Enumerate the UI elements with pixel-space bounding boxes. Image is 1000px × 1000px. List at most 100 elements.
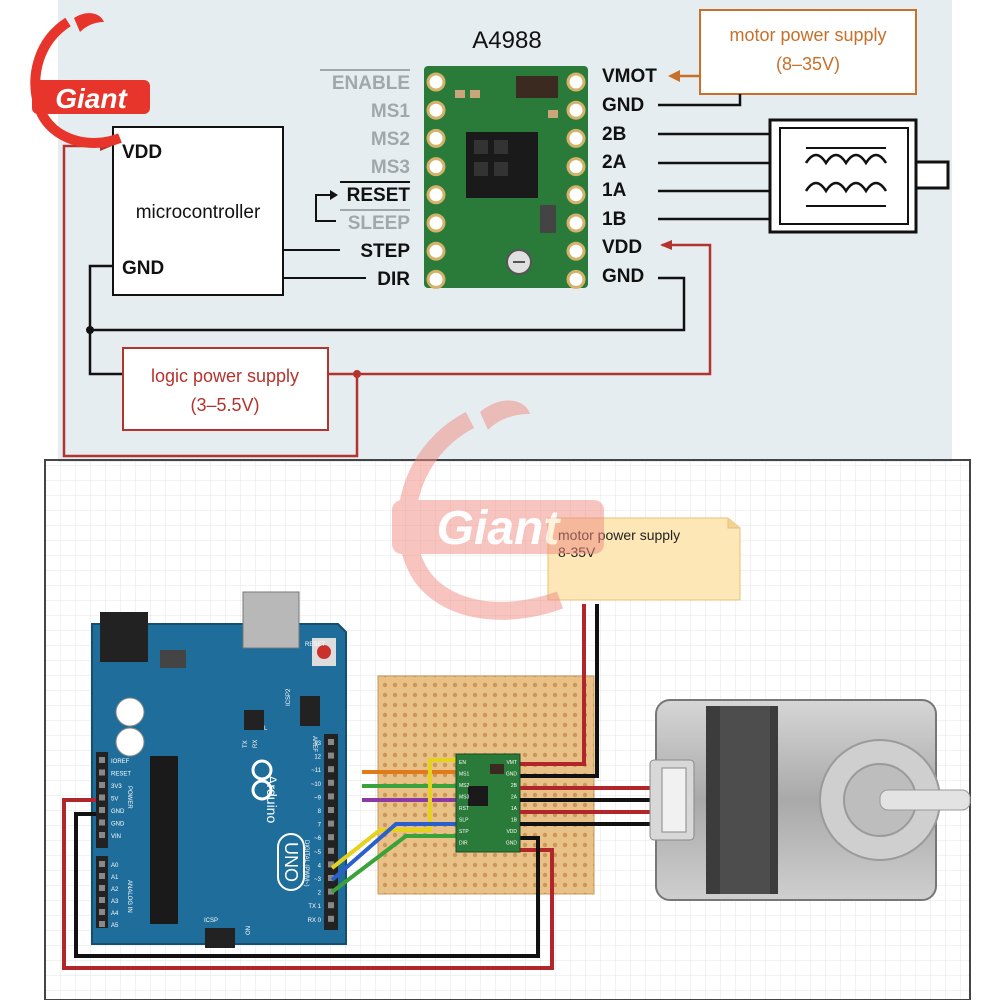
l-label: L — [264, 726, 268, 732]
wire-yellow — [330, 758, 456, 870]
digital-pin-label: ~10 — [311, 782, 322, 788]
digital-pin-label: 13 — [314, 741, 321, 747]
driver-pin-label: SLP — [459, 818, 469, 824]
tx-label: TX — [243, 740, 249, 748]
driver-pin-label: EN — [459, 760, 466, 766]
digital-header — [324, 734, 338, 930]
icsp2-label: ICSP2 — [286, 688, 292, 706]
motor-supply-line1: motor power supply — [729, 25, 886, 45]
mcu-vdd-label: VDD — [122, 142, 162, 163]
digital-pin-label: ~6 — [314, 836, 322, 842]
pin-label-2b: 2B — [602, 124, 626, 145]
digital-label: DIGITAL (PWM~) — [303, 840, 309, 887]
usb-port — [242, 591, 300, 649]
power-pin-label: VIN — [111, 834, 121, 840]
board-pin-hole — [426, 213, 446, 233]
logic-supply-line1: logic power supply — [151, 366, 299, 386]
digital-pin[interactable] — [328, 807, 334, 813]
power-pin-label: 3V3 — [111, 784, 122, 790]
power-pin[interactable] — [99, 782, 105, 788]
power-pin[interactable] — [99, 819, 105, 826]
board-pin-hole — [566, 100, 586, 120]
rx-label: RX — [253, 740, 259, 748]
board-pins-left — [426, 72, 446, 289]
pin-label-ms3: MS3 — [371, 157, 410, 178]
digital-pin[interactable] — [328, 915, 334, 922]
analog-pin-label: A0 — [111, 863, 119, 869]
wire-5v — [62, 798, 554, 970]
arduino-brand: Arduino — [264, 775, 280, 823]
aref-label: AREF — [311, 736, 317, 752]
power-pin[interactable] — [99, 807, 105, 813]
wire-vmot-red — [520, 604, 586, 766]
motor-shaft — [914, 160, 950, 190]
digital-pin[interactable] — [328, 875, 334, 881]
driver-pin-label: 1B — [511, 818, 518, 824]
analog-pin-label: A4 — [111, 911, 119, 917]
motor-shaft-3d — [879, 789, 971, 811]
digital-pin[interactable] — [328, 902, 334, 909]
pin-label-vdd: VDD — [602, 237, 642, 258]
analog-pin[interactable] — [99, 885, 105, 891]
pin-label-step: STEP — [360, 241, 410, 262]
digital-pin[interactable] — [328, 752, 334, 759]
digital-pin[interactable] — [328, 861, 334, 868]
analog-pin[interactable] — [99, 921, 105, 927]
coil-b — [804, 181, 888, 194]
driver-pin-label: MS3 — [459, 795, 470, 801]
digital-pin-label: ~9 — [314, 795, 322, 801]
driver-pin-label: RST — [459, 806, 469, 812]
digital-pin[interactable] — [328, 888, 334, 895]
driver-pin-label: VDD — [506, 829, 517, 835]
board-pin-hole — [566, 213, 586, 233]
pin-label-ms2: MS2 — [371, 129, 410, 150]
pin-label-gnd-logic: GND — [602, 266, 644, 287]
analog-pin[interactable] — [99, 909, 105, 915]
reset-button[interactable] — [317, 645, 331, 659]
power-pin[interactable] — [99, 794, 105, 801]
analog-pin[interactable] — [99, 861, 105, 867]
power-pin[interactable] — [99, 757, 105, 763]
board-pin-hole — [566, 185, 586, 205]
power-pin-label: 5V — [111, 797, 118, 803]
digital-pin[interactable] — [328, 779, 334, 786]
digital-pin[interactable] — [328, 834, 334, 841]
mcu-label: microcontroller — [136, 202, 261, 223]
digital-pin[interactable] — [328, 793, 334, 800]
analog-pin-label: A2 — [111, 887, 119, 893]
pin-label-2a: 2A — [602, 152, 627, 173]
wire-motor-gnd — [658, 94, 742, 107]
driver-pin-label: 2A — [511, 795, 518, 801]
analog-pin[interactable] — [99, 873, 105, 879]
digital-pin-label: 4 — [318, 863, 322, 869]
arduino-logo-group: Arduino — [264, 775, 280, 823]
driver-pin-label: 2B — [511, 783, 518, 789]
on-label: ON — [246, 926, 252, 935]
digital-pin[interactable] — [328, 820, 334, 827]
driver-pin-label: MS1 — [459, 772, 470, 778]
power-pin[interactable] — [99, 769, 105, 776]
icsp-header — [205, 928, 235, 948]
digital-pin[interactable] — [328, 766, 334, 773]
reset-sleep-bridge — [315, 194, 336, 222]
board-pin-hole — [426, 72, 446, 92]
digital-pin[interactable] — [328, 739, 334, 745]
analog-pin-label: A1 — [111, 875, 119, 881]
digital-pin-label: RX 0 — [308, 918, 322, 924]
reset-label: RESET — [305, 642, 325, 648]
power-pin-label: GND — [111, 809, 125, 815]
giant-logo-center: Giant — [392, 400, 604, 620]
wire-green-bottom — [330, 834, 456, 894]
logo-text-center: Giant — [437, 502, 562, 555]
digital-pin-label: ~11 — [311, 768, 321, 774]
chip-title: A4988 — [472, 27, 541, 54]
power-pin[interactable] — [99, 832, 105, 838]
analog-pin[interactable] — [99, 897, 105, 903]
pin-label-reset: RESET — [347, 185, 411, 206]
logic-supply-line2: (3–5.5V) — [190, 395, 259, 415]
digital-pin[interactable] — [328, 847, 334, 854]
